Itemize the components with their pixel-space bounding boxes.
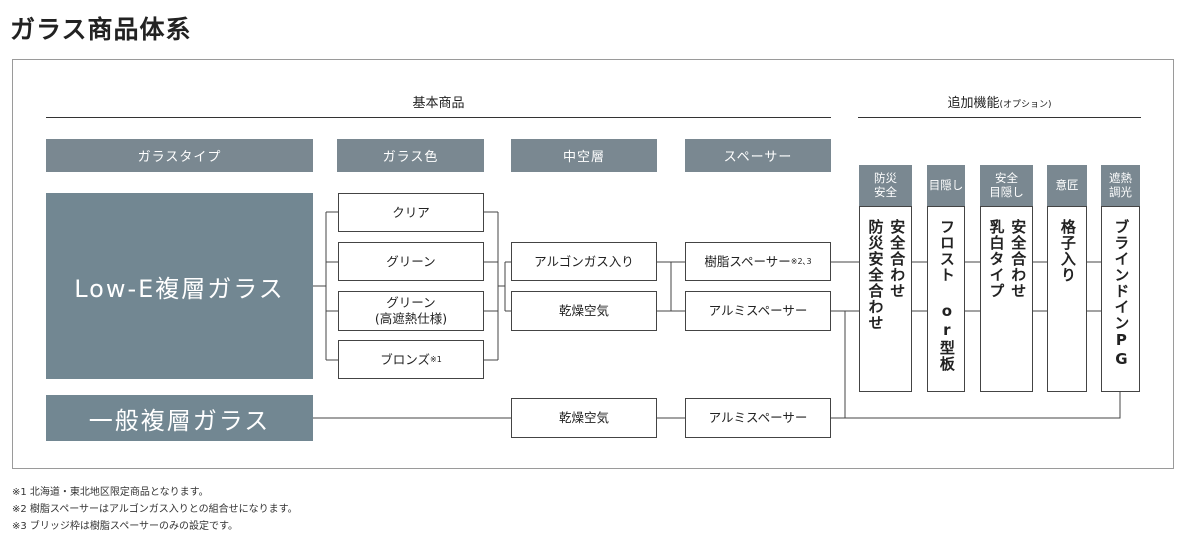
column-header: スペーサー bbox=[685, 139, 831, 172]
color-box: ブロンズ※1 bbox=[338, 340, 484, 379]
option-body: 格子入り bbox=[1047, 206, 1087, 392]
footnote-ref: ※2､3 bbox=[790, 256, 812, 266]
spacer-label: 樹脂スペーサー bbox=[704, 253, 791, 269]
option-text: フロスト or型板 bbox=[937, 219, 956, 372]
option-header: 目隠し bbox=[927, 165, 965, 206]
options-note: (オプション) bbox=[999, 100, 1052, 110]
hollow-layer-box: アルゴンガス入り bbox=[511, 242, 657, 281]
spacer-box: 樹脂スペーサー※2､3 bbox=[685, 242, 831, 281]
section-basic: 基本商品 bbox=[412, 96, 465, 111]
footnote: ※1 北海道・東北地区限定商品となります。 bbox=[12, 487, 209, 498]
column-header: ガラス色 bbox=[337, 139, 484, 172]
options-label: 追加機能 bbox=[947, 96, 1000, 111]
spacer-box: アルミスペーサー bbox=[685, 398, 831, 438]
option-text: 安全合わせ 防災安全合わせ bbox=[866, 219, 907, 331]
hollow-layer-box: 乾燥空気 bbox=[511, 398, 657, 438]
connector bbox=[657, 261, 685, 312]
option-text: 格子入り bbox=[1058, 219, 1077, 283]
option-text: ブラインドインPG bbox=[1112, 219, 1131, 369]
option-text: 安全合わせ 乳白タイプ bbox=[987, 219, 1028, 299]
color-box: クリア bbox=[338, 193, 484, 232]
footnote: ※3 ブリッジ枠は樹脂スペーサーのみの設定です。 bbox=[12, 521, 239, 532]
option-header: 遮熱 調光 bbox=[1101, 165, 1140, 206]
color-box: グリーン (高遮熱仕様) bbox=[338, 291, 484, 331]
connector bbox=[313, 211, 338, 361]
option-header: 意匠 bbox=[1047, 165, 1087, 206]
option-body: 安全合わせ 乳白タイプ bbox=[980, 206, 1033, 392]
connector bbox=[912, 261, 1101, 312]
divider bbox=[858, 117, 1141, 118]
connector bbox=[313, 261, 1121, 419]
option-body: 安全合わせ 防災安全合わせ bbox=[859, 206, 912, 392]
glass-type-lowe: Low-E複層ガラス bbox=[46, 193, 313, 379]
section-options: 追加機能(オプション) bbox=[858, 92, 1141, 111]
color-box: グリーン bbox=[338, 242, 484, 281]
footnote: ※2 樹脂スペーサーはアルゴンガス入りとの組合せになります。 bbox=[12, 504, 298, 515]
glass-type-general: 一般複層ガラス bbox=[46, 395, 313, 441]
page-title: ガラス商品体系 bbox=[10, 15, 192, 44]
hollow-layer-box: 乾燥空気 bbox=[511, 291, 657, 331]
option-header: 安全 目隠し bbox=[980, 165, 1033, 206]
column-header: ガラスタイプ bbox=[46, 139, 313, 172]
column-header: 中空層 bbox=[511, 139, 657, 172]
option-header: 防災 安全 bbox=[859, 165, 912, 206]
option-body: フロスト or型板 bbox=[927, 206, 965, 392]
connector bbox=[484, 211, 511, 361]
option-body: ブラインドインPG bbox=[1101, 206, 1140, 392]
diagram-frame bbox=[12, 59, 1174, 469]
spacer-box: アルミスペーサー bbox=[685, 291, 831, 331]
color-label: ブロンズ bbox=[380, 351, 430, 367]
footnote-ref: ※1 bbox=[429, 354, 442, 364]
divider bbox=[46, 117, 831, 118]
